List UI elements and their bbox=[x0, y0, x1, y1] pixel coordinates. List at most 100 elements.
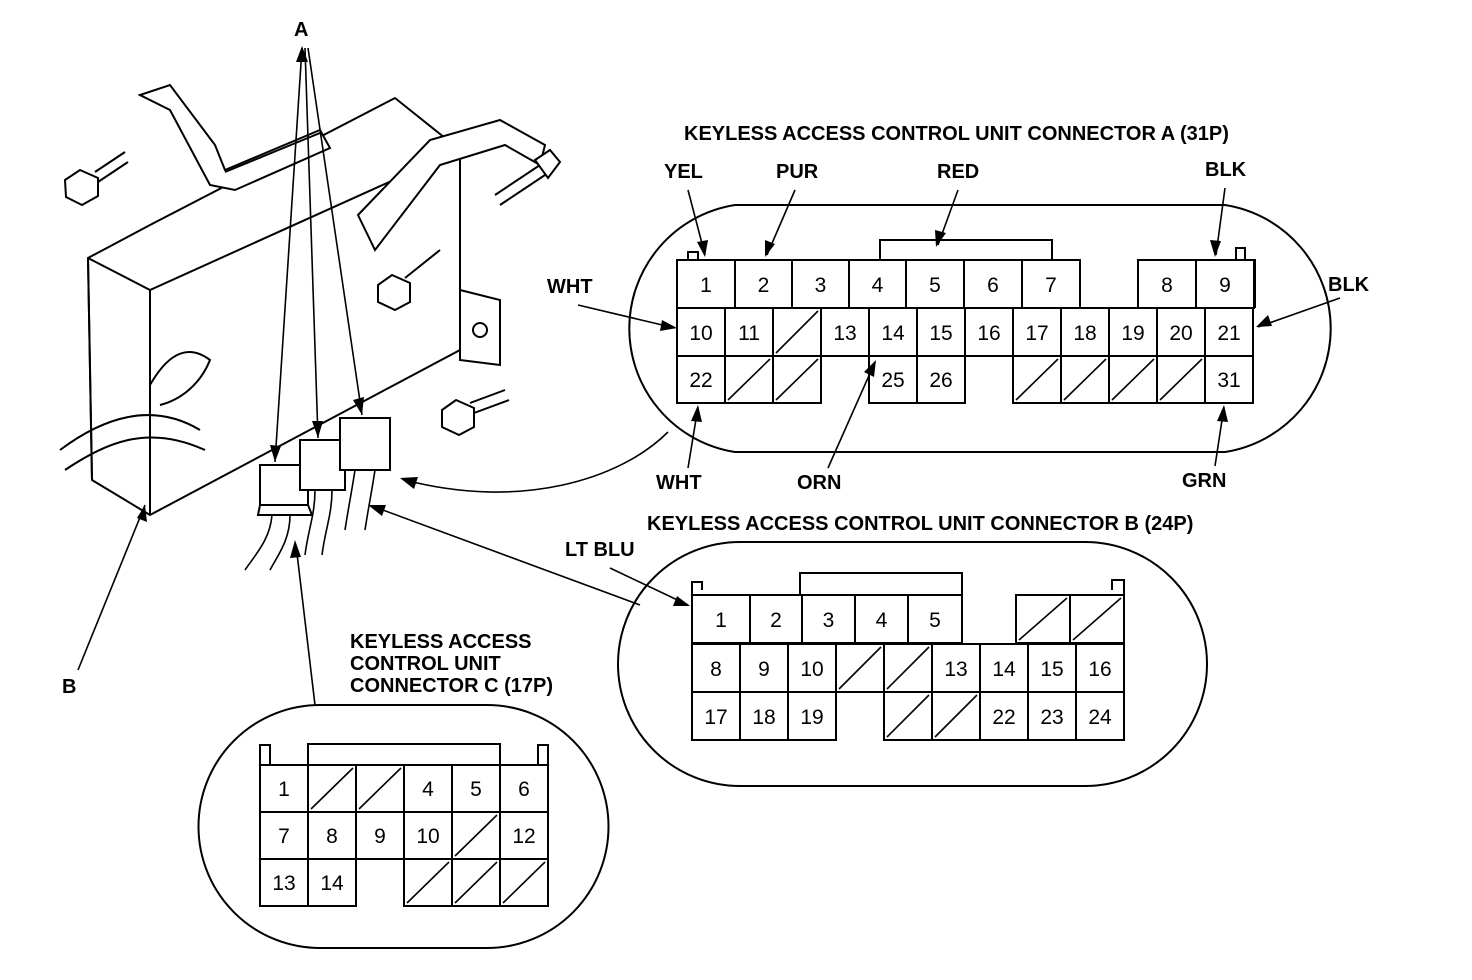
conn-a-pin-number: 16 bbox=[977, 322, 1000, 345]
conn-a-pin-number: 17 bbox=[1025, 322, 1048, 345]
wire-label-orn: ORN bbox=[797, 472, 841, 494]
conn-b-pin-cell: 3 bbox=[801, 594, 856, 644]
conn-b-blank-cavity bbox=[883, 691, 933, 741]
conn-a-pin-cell: 8 bbox=[1137, 259, 1197, 309]
conn-c-pin-number: 14 bbox=[320, 872, 344, 895]
conn-a-pin-cell: 16 bbox=[964, 307, 1014, 357]
wire-label-blk-right: BLK bbox=[1328, 274, 1370, 296]
conn-c-pin-number: 6 bbox=[518, 778, 530, 801]
connector-c: KEYLESS ACCESS CONTROL UNIT CONNECTOR C … bbox=[197, 540, 610, 949]
conn-a-pin-cell: 18 bbox=[1060, 307, 1110, 357]
conn-b-pin-number: 3 bbox=[823, 609, 835, 632]
bolt-icon bbox=[494, 148, 562, 206]
conn-c-blank-cavity bbox=[355, 764, 405, 813]
conn-b-pin-number: 9 bbox=[758, 658, 770, 681]
conn-b-pin-number: 16 bbox=[1088, 658, 1111, 681]
conn-b-pin-number: 19 bbox=[800, 706, 823, 729]
callout-a-label: A bbox=[294, 19, 308, 41]
conn-b-pin-number: 22 bbox=[992, 706, 1015, 729]
unit-connector-a bbox=[339, 417, 391, 531]
conn-a-blank-cavity bbox=[772, 307, 822, 357]
conn-a-blank-cavity bbox=[1012, 355, 1062, 404]
conn-a-pin-cell: 19 bbox=[1108, 307, 1158, 357]
conn-c-pin-cell: 12 bbox=[499, 811, 549, 860]
conn-b-pin-number: 1 bbox=[715, 609, 727, 632]
wire-label-red: RED bbox=[937, 161, 979, 183]
conn-a-pin-number: 2 bbox=[758, 274, 770, 297]
conn-b-pin-cell: 15 bbox=[1027, 643, 1077, 693]
conn-a-pin-cell: 2 bbox=[734, 259, 793, 309]
wire-label-blk-top: BLK bbox=[1205, 159, 1247, 181]
conn-b-pin-cell: 18 bbox=[739, 691, 789, 741]
wire-label-wht-left: WHT bbox=[547, 276, 593, 298]
conn-a-pin-number: 14 bbox=[881, 322, 905, 345]
bolt-icon bbox=[441, 389, 510, 437]
conn-a-pin-cell: 17 bbox=[1012, 307, 1062, 357]
conn-c-pin-number: 10 bbox=[416, 825, 439, 848]
conn-c-blank-cavity bbox=[403, 858, 453, 907]
conn-a-pin-number: 1 bbox=[700, 274, 712, 297]
conn-b-pin-cell: 19 bbox=[787, 691, 837, 741]
conn-c-pin-cell: 1 bbox=[259, 764, 309, 813]
conn-b-pin-cell: 10 bbox=[787, 643, 837, 693]
connector-a-title: KEYLESS ACCESS CONTROL UNIT CONNECTOR A … bbox=[684, 123, 1229, 145]
conn-a-pin-cell: 21 bbox=[1204, 307, 1254, 357]
conn-b-pin-number: 17 bbox=[704, 706, 727, 729]
conn-b-pin-number: 5 bbox=[929, 609, 941, 632]
connector-b: KEYLESS ACCESS CONTROL UNIT CONNECTOR B … bbox=[368, 505, 1208, 787]
conn-c-pin-number: 4 bbox=[422, 778, 434, 801]
conn-a-blank-cavity bbox=[772, 355, 822, 404]
conn-b-pin-number: 23 bbox=[1040, 706, 1063, 729]
connector-c-title-line2: CONTROL UNIT bbox=[350, 653, 501, 675]
wire-label-yel: YEL bbox=[664, 161, 703, 183]
conn-b-pin-number: 18 bbox=[752, 706, 775, 729]
conn-a-pin-cell: 15 bbox=[916, 307, 966, 357]
conn-c-pin-cell: 9 bbox=[355, 811, 405, 860]
conn-a-pin-cell: 3 bbox=[791, 259, 850, 309]
conn-a-pin-cell: 20 bbox=[1156, 307, 1206, 357]
conn-a-pin-cell: 5 bbox=[905, 259, 965, 309]
conn-b-pin-cell: 17 bbox=[691, 691, 741, 741]
conn-b-pin-cell: 23 bbox=[1027, 691, 1077, 741]
conn-b-pin-cell: 24 bbox=[1075, 691, 1125, 741]
conn-c-pin-cell: 4 bbox=[403, 764, 453, 813]
conn-b-pin-number: 14 bbox=[992, 658, 1016, 681]
conn-a-pin-number: 6 bbox=[987, 274, 999, 297]
wire-label-pur: PUR bbox=[776, 161, 819, 183]
conn-c-pin-number: 9 bbox=[374, 825, 386, 848]
conn-a-pin-number: 8 bbox=[1161, 274, 1173, 297]
conn-c-pin-number: 1 bbox=[278, 778, 290, 801]
conn-b-pin-cell: 14 bbox=[979, 643, 1029, 693]
conn-b-pin-cell: 4 bbox=[854, 594, 909, 644]
conn-b-pin-cell: 2 bbox=[749, 594, 803, 644]
conn-c-blank-cavity bbox=[451, 811, 501, 860]
connector-c-title-line3: CONNECTOR C (17P) bbox=[350, 675, 553, 697]
conn-c-pin-number: 8 bbox=[326, 825, 338, 848]
conn-b-pin-number: 13 bbox=[944, 658, 967, 681]
conn-a-pin-cell: 6 bbox=[963, 259, 1023, 309]
conn-c-blank-cavity bbox=[451, 858, 501, 907]
conn-c-pin-cell: 8 bbox=[307, 811, 357, 860]
conn-b-pin-number: 8 bbox=[710, 658, 722, 681]
conn-a-pin-number: 9 bbox=[1219, 274, 1231, 297]
conn-c-pin-cell: 10 bbox=[403, 811, 453, 860]
conn-a-pin-cell: 7 bbox=[1021, 259, 1081, 309]
conn-a-pin-cell: 26 bbox=[916, 355, 966, 404]
connector-b-title: KEYLESS ACCESS CONTROL UNIT CONNECTOR B … bbox=[647, 513, 1193, 535]
conn-c-pin-cell: 7 bbox=[259, 811, 309, 860]
conn-b-blank-cavity bbox=[835, 643, 885, 693]
conn-b-blank-cavity bbox=[931, 691, 981, 741]
conn-a-pin-cell: 10 bbox=[676, 307, 726, 357]
wire-label-lt-blu: LT BLU bbox=[565, 539, 635, 561]
conn-c-pin-cell: 5 bbox=[451, 764, 501, 813]
conn-b-pin-cell: 22 bbox=[979, 691, 1029, 741]
conn-a-pin-number: 18 bbox=[1073, 322, 1096, 345]
conn-c-pin-number: 12 bbox=[512, 825, 535, 848]
conn-a-pin-cell: 1 bbox=[676, 259, 736, 309]
unit-connector-b bbox=[299, 439, 346, 556]
conn-b-pin-cell: 16 bbox=[1075, 643, 1125, 693]
conn-b-pin-number: 10 bbox=[800, 658, 823, 681]
conn-a-pin-number: 31 bbox=[1217, 369, 1240, 392]
conn-c-pin-number: 13 bbox=[272, 872, 295, 895]
